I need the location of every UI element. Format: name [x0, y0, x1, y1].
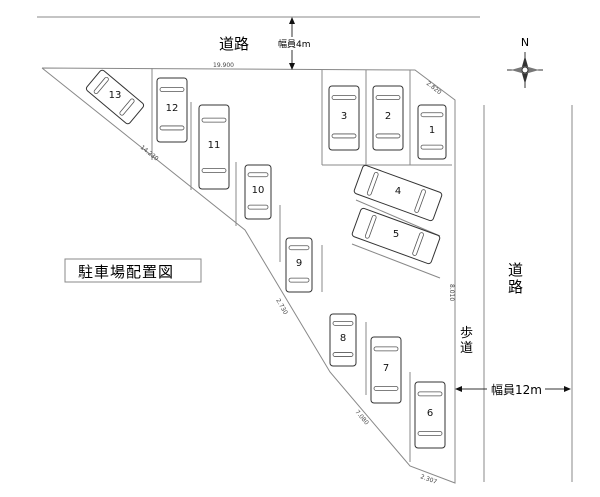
- parking-space-7: 7: [370, 336, 402, 404]
- stall-dividers: [151, 68, 452, 462]
- road-top-width-label: 幅員4m: [278, 37, 311, 50]
- road-right-char: 道: [508, 261, 524, 279]
- north-label: N: [521, 36, 529, 49]
- road-right-char: 路: [508, 278, 524, 296]
- space-number: 9: [296, 258, 302, 269]
- sidewalk-char: 歩: [460, 326, 474, 341]
- parking-space-8: 8: [329, 313, 357, 367]
- parking-space-13: 13: [85, 69, 145, 125]
- compass-icon: [507, 52, 543, 88]
- parking-space-4: 4: [353, 164, 443, 222]
- dim-label: 2.820: [425, 80, 443, 96]
- parking-space-9: 9: [285, 237, 313, 293]
- parking-space-3: 3: [328, 85, 360, 151]
- space-number: 4: [395, 186, 401, 197]
- sidewalk-char: 道: [460, 341, 474, 356]
- dim-label: 19.900: [213, 62, 234, 69]
- page-title: 駐車場配置図: [78, 263, 175, 281]
- title-box: [64, 258, 202, 283]
- dim-label: 8.010: [448, 284, 455, 301]
- car-icon: [198, 104, 230, 190]
- dim-label: 7.080: [353, 409, 370, 427]
- parking-space-5: 5: [351, 207, 441, 265]
- space-number: 2: [385, 111, 391, 122]
- space-number: 10: [252, 185, 265, 196]
- space-number: 13: [109, 90, 122, 101]
- parking-space-1: 1: [417, 104, 447, 160]
- space-number: 7: [383, 363, 389, 374]
- space-number: 3: [341, 111, 347, 122]
- parking-space-10: 10: [244, 164, 272, 220]
- sidewalk-label: 歩 道: [460, 326, 473, 356]
- space-number: 12: [166, 103, 179, 114]
- car-icon: [329, 313, 357, 367]
- parking-space-6: 6: [414, 381, 446, 449]
- parking-space-12: 12: [156, 77, 188, 143]
- space-number: 5: [393, 229, 399, 240]
- space-number: 8: [340, 333, 346, 344]
- parking-space-11: 11: [198, 104, 230, 190]
- road-right-width-label: 幅員12m: [491, 381, 542, 398]
- space-number: 11: [208, 140, 221, 151]
- road-top-label: 道路: [219, 35, 250, 53]
- lot-boundary: [41, 67, 456, 484]
- parking-space-2: 2: [372, 85, 404, 151]
- space-number: 6: [427, 408, 433, 419]
- space-number: 1: [429, 125, 435, 136]
- road-right-label: 道 路: [508, 262, 523, 296]
- dim-label: 14.230: [139, 144, 160, 163]
